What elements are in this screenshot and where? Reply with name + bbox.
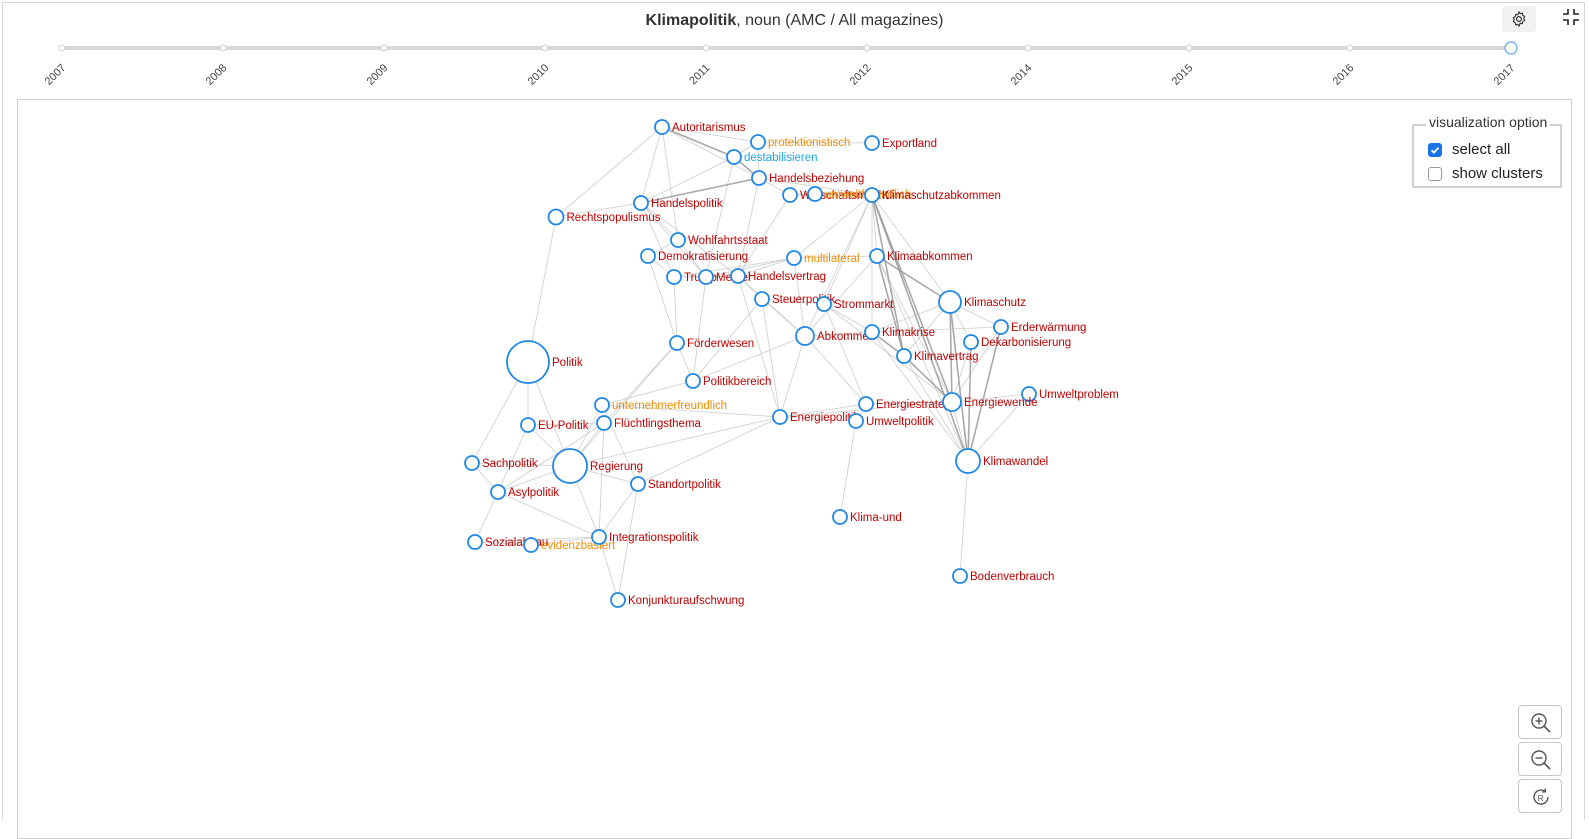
reset-view-button[interactable]: R [1518,779,1562,813]
timeline-tick[interactable] [1185,44,1193,52]
timeline-year-label[interactable]: 2009 [364,62,391,88]
timeline-year-label[interactable]: 2014 [1008,62,1035,88]
graph-panel[interactable] [17,99,1572,839]
select-all-label: select all [1452,141,1511,158]
timeline-tick[interactable] [58,44,66,52]
show-clusters-checkbox[interactable] [1428,166,1442,181]
collapse-button[interactable] [1562,8,1580,31]
timeline-year-label[interactable]: 2011 [687,62,713,88]
timeline-tick[interactable] [380,44,388,52]
timeline-year-label[interactable]: 2010 [525,62,552,88]
timeline-tick[interactable] [702,44,710,52]
zoom-out-icon [1531,750,1551,770]
collapse-icon [1563,9,1579,25]
timeline-track[interactable] [0,40,1589,60]
year-timeline[interactable]: 2007 2008 2009 2010 2011 2012 2014 2015 2016 2017 [0,40,1589,100]
reset-icon: R [1533,788,1549,805]
timeline-year-label[interactable]: 2017 [1491,62,1518,88]
settings-button[interactable] [1502,6,1536,32]
visualization-options: select all show clusters [1412,124,1562,188]
timeline-tick[interactable] [1346,44,1354,52]
timeline-tick[interactable] [541,44,549,52]
show-clusters-label: show clusters [1452,165,1543,182]
timeline-handle[interactable] [1504,41,1518,55]
timeline-tick[interactable] [1024,44,1032,52]
svg-text:R: R [1538,793,1544,803]
timeline-tick[interactable] [863,44,871,52]
app-frame [2,2,1585,819]
timeline-year-label[interactable]: 2008 [203,62,230,88]
timeline-tick[interactable] [219,44,227,52]
timeline-year-label[interactable]: 2016 [1330,62,1357,88]
visualization-option-legend: visualization option [1426,114,1551,130]
timeline-year-label[interactable]: 2015 [1169,62,1196,88]
timeline-year-label[interactable]: 2007 [42,62,69,88]
term-subtitle: , noun (AMC / All magazines) [736,12,944,29]
select-all-option[interactable]: select all [1428,141,1510,158]
zoom-out-button[interactable] [1518,742,1562,776]
gear-icon [1512,11,1526,27]
select-all-checkbox[interactable] [1428,142,1442,157]
show-clusters-option[interactable]: show clusters [1428,165,1543,182]
zoom-in-icon [1531,713,1551,733]
page-title: Klimapolitik, noun (AMC / All magazines) [0,12,1589,30]
timeline-year-label[interactable]: 2012 [847,62,874,88]
zoom-in-button[interactable] [1518,705,1562,739]
term-label: Klimapolitik [645,12,737,29]
